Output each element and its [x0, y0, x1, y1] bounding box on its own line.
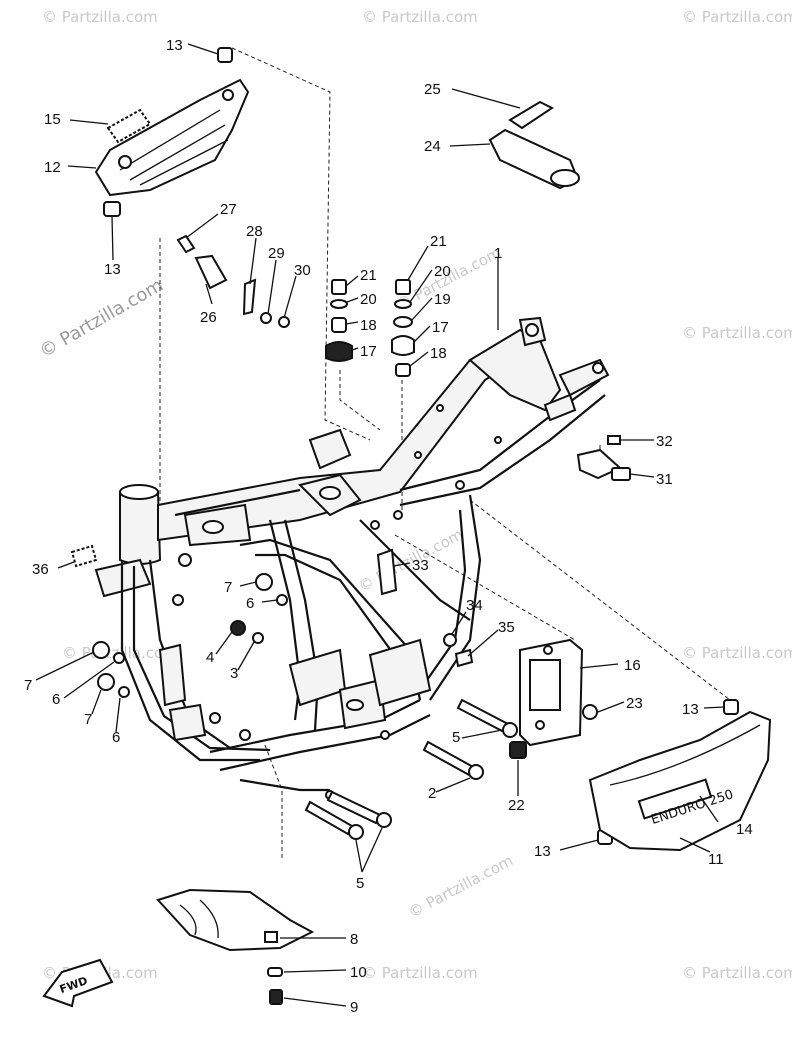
callout: 18 [430, 345, 447, 362]
bolts [304, 698, 518, 840]
side-cover-left [94, 78, 250, 197]
callout: 16 [624, 657, 641, 674]
watermark: © Partzilla.com [355, 525, 466, 595]
callout: 14 [736, 821, 753, 838]
callout: 21 [360, 267, 377, 284]
fwd-arrow-icon: FWD [42, 958, 114, 1008]
watermark: © Partzilla.com [362, 964, 478, 982]
callout: 20 [434, 263, 451, 280]
callout: 10 [350, 964, 367, 981]
nuts-washers [92, 573, 288, 698]
callout: 13 [104, 261, 121, 278]
grommet-parts [103, 47, 739, 845]
callout: 4 [206, 649, 214, 666]
callout: 19 [434, 291, 451, 308]
cap-23 [582, 704, 598, 720]
callout: 7 [224, 579, 232, 596]
electrical-panel [519, 638, 584, 747]
callout-labels: 13 15 12 13 25 24 27 28 29 30 26 21 20 1… [24, 37, 753, 1016]
callout: 18 [360, 317, 377, 334]
callout: 11 [708, 851, 724, 868]
callout: 1 [494, 245, 502, 262]
callout: 32 [656, 433, 673, 450]
callout: 7 [24, 677, 32, 694]
callout: 13 [682, 701, 699, 718]
callout: 6 [52, 691, 60, 708]
callout: 13 [534, 843, 551, 860]
callout: 24 [424, 138, 441, 155]
callout: 22 [508, 797, 525, 814]
plate-33 [376, 548, 398, 596]
mount-stack-left [325, 279, 353, 362]
decal-15 [106, 108, 152, 144]
tool-case [488, 100, 580, 190]
watermark: © Partzilla.com [682, 8, 792, 26]
callout: 17 [360, 343, 377, 360]
callout: 28 [246, 223, 263, 240]
callout: 29 [268, 245, 285, 262]
washer-34 [443, 633, 457, 647]
callout: 8 [350, 931, 358, 948]
nut-22 [509, 741, 527, 759]
reference-lines [159, 47, 731, 860]
callout: 26 [200, 309, 217, 326]
callout: 33 [412, 557, 429, 574]
main-frame [94, 316, 610, 800]
label-36 [70, 544, 98, 568]
watermark: © Partzilla.com [682, 644, 792, 662]
callout: 9 [350, 999, 358, 1016]
mount-stack-right [391, 279, 415, 377]
callout: 15 [44, 111, 61, 128]
callout: 3 [230, 665, 238, 682]
washer-10 [267, 967, 283, 977]
callout: 5 [356, 875, 364, 892]
callout: 35 [498, 619, 515, 636]
callout: 36 [32, 561, 49, 578]
callout: 6 [246, 595, 254, 612]
turn-bracket-parts [176, 234, 290, 328]
leader-lines [35, 43, 725, 1007]
callout: 2 [428, 785, 436, 802]
watermark: © Partzilla.com [405, 851, 516, 921]
side-cover-right: ENDURO 250 [588, 710, 772, 852]
callout: 6 [112, 729, 120, 746]
watermark: © Partzilla.com [42, 8, 158, 26]
watermark: © Partzilla.com [36, 275, 167, 363]
callout: 7 [84, 711, 92, 728]
callout: 17 [432, 319, 449, 336]
callout: 27 [220, 201, 237, 218]
callout: 31 [656, 471, 673, 488]
callout: 13 [166, 37, 183, 54]
callout: 34 [466, 597, 483, 614]
callout: 23 [626, 695, 643, 712]
callout: 20 [360, 291, 377, 308]
callout: 25 [424, 81, 441, 98]
callout: 12 [44, 159, 61, 176]
watermark: © Partzilla.com [682, 964, 792, 982]
callout: 30 [294, 262, 311, 279]
rear-bracket-parts [576, 435, 631, 481]
skid-plate [156, 888, 315, 952]
bolt-9 [269, 989, 283, 1005]
watermark: © Partzilla.com [682, 324, 792, 342]
watermark: © Partzilla.com [362, 8, 478, 26]
callout: 21 [430, 233, 447, 250]
callout: 5 [452, 729, 460, 746]
clip-35 [454, 648, 474, 668]
